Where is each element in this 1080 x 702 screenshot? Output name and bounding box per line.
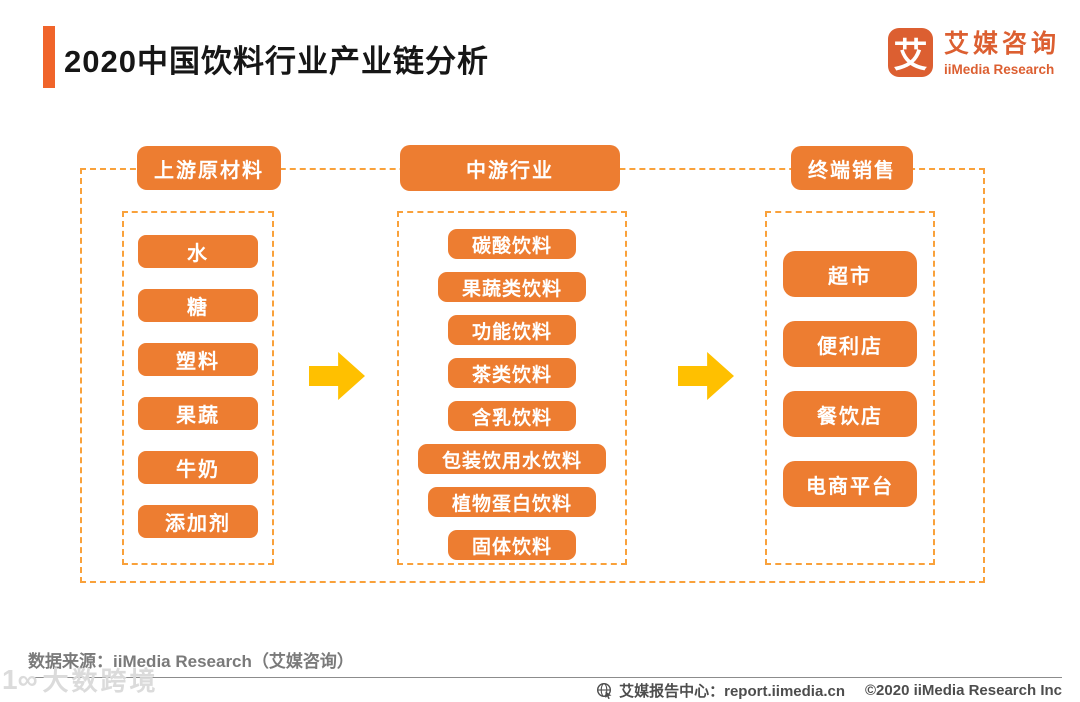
iimedia-logo-text: 艾媒咨询 iiMedia Research [943,28,1060,77]
footer-divider [30,677,1062,678]
logo-name-en: iiMedia Research [943,61,1055,77]
terminal-item: 餐饮店 [783,391,917,437]
title-accent-bar [43,26,55,88]
iimedia-logo-icon: 艾 [887,28,933,77]
midstream-panel: 碳酸饮料 果蔬类饮料 功能饮料 茶类饮料 含乳饮料 包装饮用水饮料 植物蛋白饮料… [397,211,627,565]
data-source-note: 数据来源：iiMedia Research（艾媒咨询） [28,652,354,671]
upstream-item: 水 [138,235,258,268]
page-title: 2020中国饮料行业产业链分析 [64,44,489,79]
footer-copyright: ©2020 iiMedia Research Inc [865,682,1062,699]
upstream-item: 塑料 [138,343,258,376]
midstream-item: 碳酸饮料 [447,229,576,259]
footer-bar: 艾媒报告中心：report.iimedia.cn ©2020 iiMedia R… [596,680,1062,701]
column-header-terminal: 终端销售 [791,146,913,190]
terminal-item: 电商平台 [783,461,917,507]
midstream-item: 包装饮用水饮料 [417,444,606,474]
footer-report-link[interactable]: 艾媒报告中心：report.iimedia.cn [619,683,845,700]
midstream-item: 固体饮料 [447,530,576,560]
terminal-panel: 超市 便利店 餐饮店 电商平台 [765,211,935,565]
upstream-item: 糖 [138,289,258,322]
terminal-item: 便利店 [783,321,917,367]
midstream-item: 茶类饮料 [447,358,576,388]
iimedia-logo: 艾 艾媒咨询 iiMedia Research [887,28,1060,77]
terminal-item: 超市 [783,251,917,297]
upstream-item: 添加剂 [138,505,258,538]
midstream-item: 功能饮料 [447,315,576,345]
globe-cursor-icon [596,682,613,699]
midstream-item: 含乳饮料 [447,401,576,431]
column-header-upstream: 上游原材料 [137,146,281,190]
midstream-item: 植物蛋白饮料 [427,487,596,517]
midstream-item: 果蔬类饮料 [437,272,586,302]
upstream-panel: 水 糖 塑料 果蔬 牛奶 添加剂 [122,211,274,565]
column-header-midstream: 中游行业 [400,145,620,191]
upstream-item: 果蔬 [138,397,258,430]
upstream-item: 牛奶 [138,451,258,484]
logo-name-cn: 艾媒咨询 [943,30,1060,58]
